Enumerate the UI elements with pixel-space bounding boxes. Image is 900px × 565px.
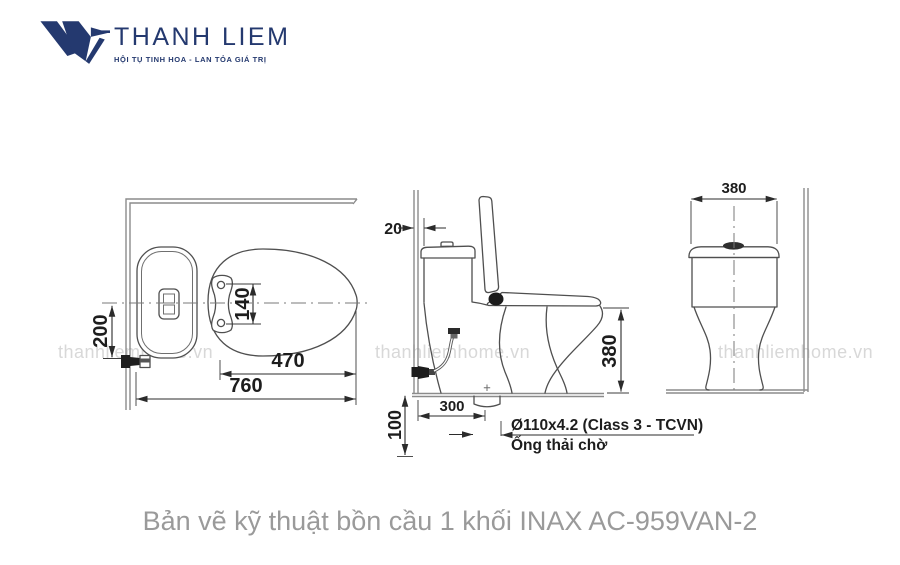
- dim-100-label: 100: [385, 410, 405, 440]
- dim-380-side-label: 380: [599, 334, 621, 367]
- brand-logo-text: THANH LIEM HỘI TỤ TINH HOA - LAN TỎA GIÁ…: [114, 16, 291, 65]
- pipe-spec-label: Ø110x4.2 (Class 3 - TCVN): [511, 417, 703, 434]
- dim-380-front-label: 380: [721, 180, 746, 197]
- brand-tagline: HỘI TỤ TINH HOA - LAN TỎA GIÁ TRỊ: [114, 55, 267, 64]
- dim-300-label: 300: [439, 398, 464, 415]
- water-inlet-top: [121, 354, 151, 369]
- brand-name: THANH LIEM: [114, 23, 291, 51]
- tank-lid-side: [420, 245, 476, 259]
- dim-20-label: 20: [384, 221, 402, 238]
- top-view-drawing: 200 140 470 760: [90, 198, 367, 410]
- dim-760-label: 760: [229, 375, 262, 397]
- brand-logo-icon: [40, 21, 110, 64]
- dim-470-label: 470: [271, 350, 304, 372]
- tank-lid-front: [688, 246, 780, 259]
- flush-button-top: [158, 288, 180, 320]
- dim-200-label: 200: [90, 314, 112, 347]
- pipe-name-label: Ống thải chờ: [511, 436, 608, 454]
- fixing-bracket: [210, 274, 234, 334]
- dim-140-label: 140: [232, 287, 254, 320]
- seat-side: [486, 291, 602, 307]
- watermark-right: thanhliemhome.vn: [718, 342, 873, 362]
- watermark-center: thanhliemhome.vn: [375, 342, 530, 362]
- brand-logo: THANH LIEM HỘI TỤ TINH HOA - LAN TỎA GIÁ…: [30, 16, 290, 68]
- drain-pipe: [473, 395, 501, 408]
- seat-cover-raised: [478, 195, 500, 294]
- drawing-caption: Bản vẽ kỹ thuật bồn cầu 1 khối INAX AC-9…: [142, 506, 758, 536]
- water-inlet-side: [411, 328, 460, 379]
- flush-button-side: [440, 241, 454, 248]
- side-view-drawing: 20 380 300 100 Ø110x4.2 (Class 3 - TCVN)…: [384, 190, 703, 457]
- front-view-drawing: 380: [666, 180, 809, 394]
- seat-hinge: [488, 292, 504, 306]
